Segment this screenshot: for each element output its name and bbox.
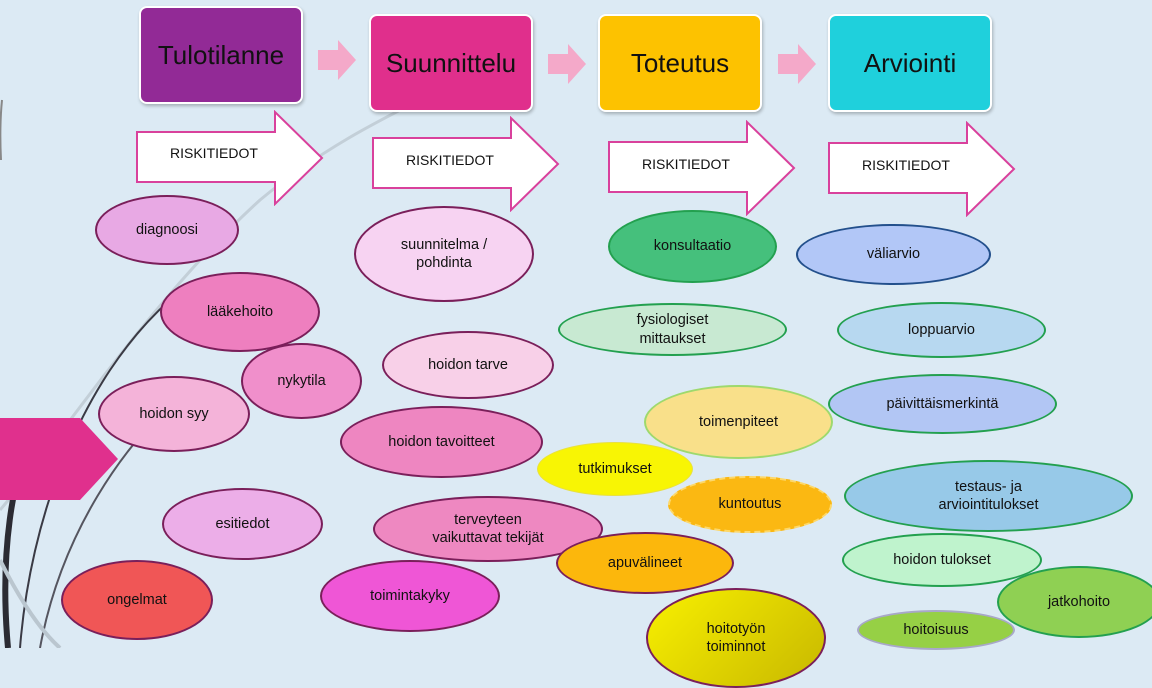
bubble-esitiedot: esitiedot bbox=[162, 488, 323, 560]
bubble-apuvalineet: apuvälineet bbox=[556, 532, 734, 594]
bubble-toimintakyky: toimintakyky bbox=[320, 560, 500, 632]
bubble-hoitotyon: hoitotyön toiminnot bbox=[646, 588, 826, 688]
risk-label-3: RISKITIEDOT bbox=[642, 156, 730, 172]
stage-tulotilanne: Tulotilanne bbox=[139, 6, 303, 104]
side-tab-shape bbox=[0, 418, 118, 500]
bubble-toimenpiteet: toimenpiteet bbox=[644, 385, 833, 459]
bubble-paivittaismerkinta: päivittäismerkintä bbox=[828, 374, 1057, 434]
bubble-ongelmat: ongelmat bbox=[61, 560, 213, 640]
risk-arrow-1 bbox=[136, 110, 324, 206]
risk-arrow-4 bbox=[828, 121, 1016, 217]
risk-arrow-3 bbox=[608, 120, 796, 216]
risk-label-4: RISKITIEDOT bbox=[862, 157, 950, 173]
stage-arviointi: Arviointi bbox=[828, 14, 992, 112]
bubble-hoidon-tulokset: hoidon tulokset bbox=[842, 533, 1042, 587]
stage-toteutus: Toteutus bbox=[598, 14, 762, 112]
bubble-hoitoisuus: hoitoisuus bbox=[857, 610, 1015, 650]
stage-label: Toteutus bbox=[630, 47, 730, 78]
bubble-testaus: testaus- ja arviointitulokset bbox=[844, 460, 1133, 532]
step-arrow-3 bbox=[778, 44, 816, 84]
step-arrow-2 bbox=[548, 44, 586, 84]
bubble-valiarvio: väliarvio bbox=[796, 224, 991, 285]
risk-label-1: RISKITIEDOT bbox=[170, 145, 258, 161]
bubble-tutkimukset: tutkimukset bbox=[537, 442, 693, 496]
bubble-suunnitelma: suunnitelma / pohdinta bbox=[354, 206, 534, 302]
stage-label: Tulotilanne bbox=[157, 39, 285, 70]
risk-arrow-2 bbox=[372, 116, 560, 212]
bubble-nykytila: nykytila bbox=[241, 343, 362, 419]
bubble-loppuarvio: loppuarvio bbox=[837, 302, 1046, 358]
bubble-diagnoosi: diagnoosi bbox=[95, 195, 239, 265]
stage-label: Suunnittelu bbox=[385, 47, 517, 78]
stage-suunnittelu: Suunnittelu bbox=[369, 14, 533, 112]
bubble-hoidon-tarve: hoidon tarve bbox=[382, 331, 554, 399]
bubble-laakehoito: lääkehoito bbox=[160, 272, 320, 352]
step-arrow-1 bbox=[318, 40, 356, 80]
bubble-konsultaatio: konsultaatio bbox=[608, 210, 777, 283]
bubble-hoidon-tavoitteet: hoidon tavoitteet bbox=[340, 406, 543, 478]
bubble-fysiologiset: fysiologiset mittaukset bbox=[558, 303, 787, 356]
stage-label: Arviointi bbox=[863, 47, 957, 78]
bubble-jatkohoito: jatkohoito bbox=[997, 566, 1152, 638]
risk-label-2: RISKITIEDOT bbox=[406, 152, 494, 168]
bubble-kuntoutus: kuntoutus bbox=[668, 476, 832, 533]
bubble-hoidon-syy: hoidon syy bbox=[98, 376, 250, 452]
